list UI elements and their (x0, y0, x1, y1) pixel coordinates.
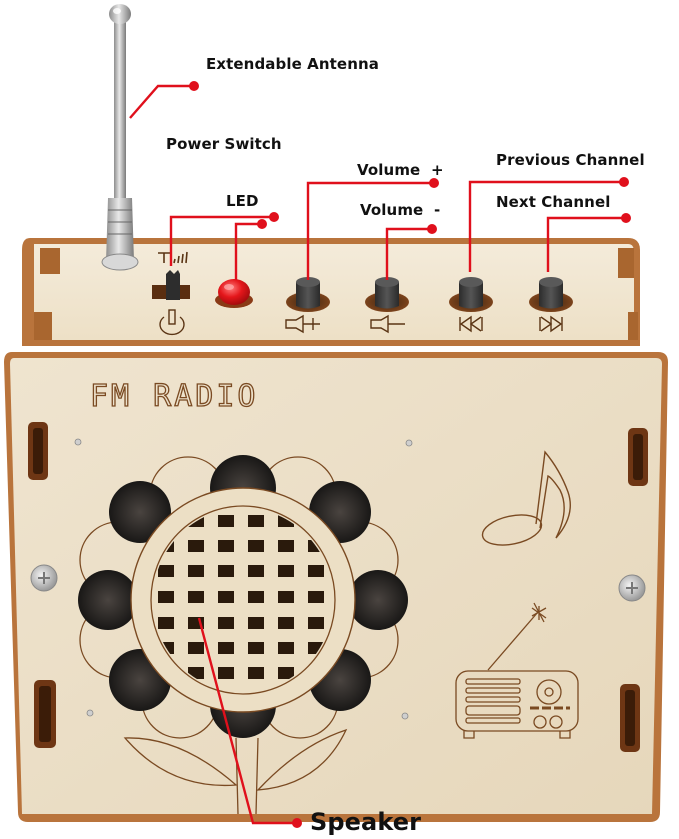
speaker-minus-icon (370, 314, 405, 334)
callout-volume-up: Volume + (357, 161, 444, 179)
callout-speaker: Speaker (310, 808, 422, 836)
callout-led: LED (226, 192, 259, 210)
power-switch[interactable] (152, 251, 190, 336)
callout-next-channel: Next Channel (496, 193, 611, 211)
callout-volume-down: Volume - (360, 201, 441, 219)
volume-up-button[interactable] (285, 277, 330, 334)
callout-lines (129, 84, 626, 825)
next-channel-button[interactable] (529, 277, 573, 333)
next-track-icon (539, 315, 563, 333)
sunflower-icon (78, 455, 408, 815)
top-control-panel (22, 238, 640, 346)
vintage-radio-icon (455, 602, 579, 739)
callout-power-switch: Power Switch (166, 135, 282, 153)
callout-dots (189, 81, 631, 828)
extendable-antenna (101, 4, 139, 271)
callout-extendable-antenna: Extendable Antenna (206, 55, 379, 73)
callout-previous-channel: Previous Channel (496, 151, 645, 169)
previous-channel-button[interactable] (449, 277, 493, 333)
volume-down-button[interactable] (365, 277, 409, 334)
screw-left (30, 564, 58, 592)
music-note-icon (481, 450, 571, 546)
screw-right (618, 574, 646, 602)
antenna-signal-icon (158, 251, 188, 264)
previous-track-icon (459, 315, 483, 333)
led-indicator (215, 279, 253, 308)
speaker-plus-icon (285, 314, 320, 334)
power-icon (159, 309, 185, 336)
fm-radio-engraving: FM RADIO (90, 379, 259, 414)
front-panel: FM RADIO (4, 352, 668, 822)
